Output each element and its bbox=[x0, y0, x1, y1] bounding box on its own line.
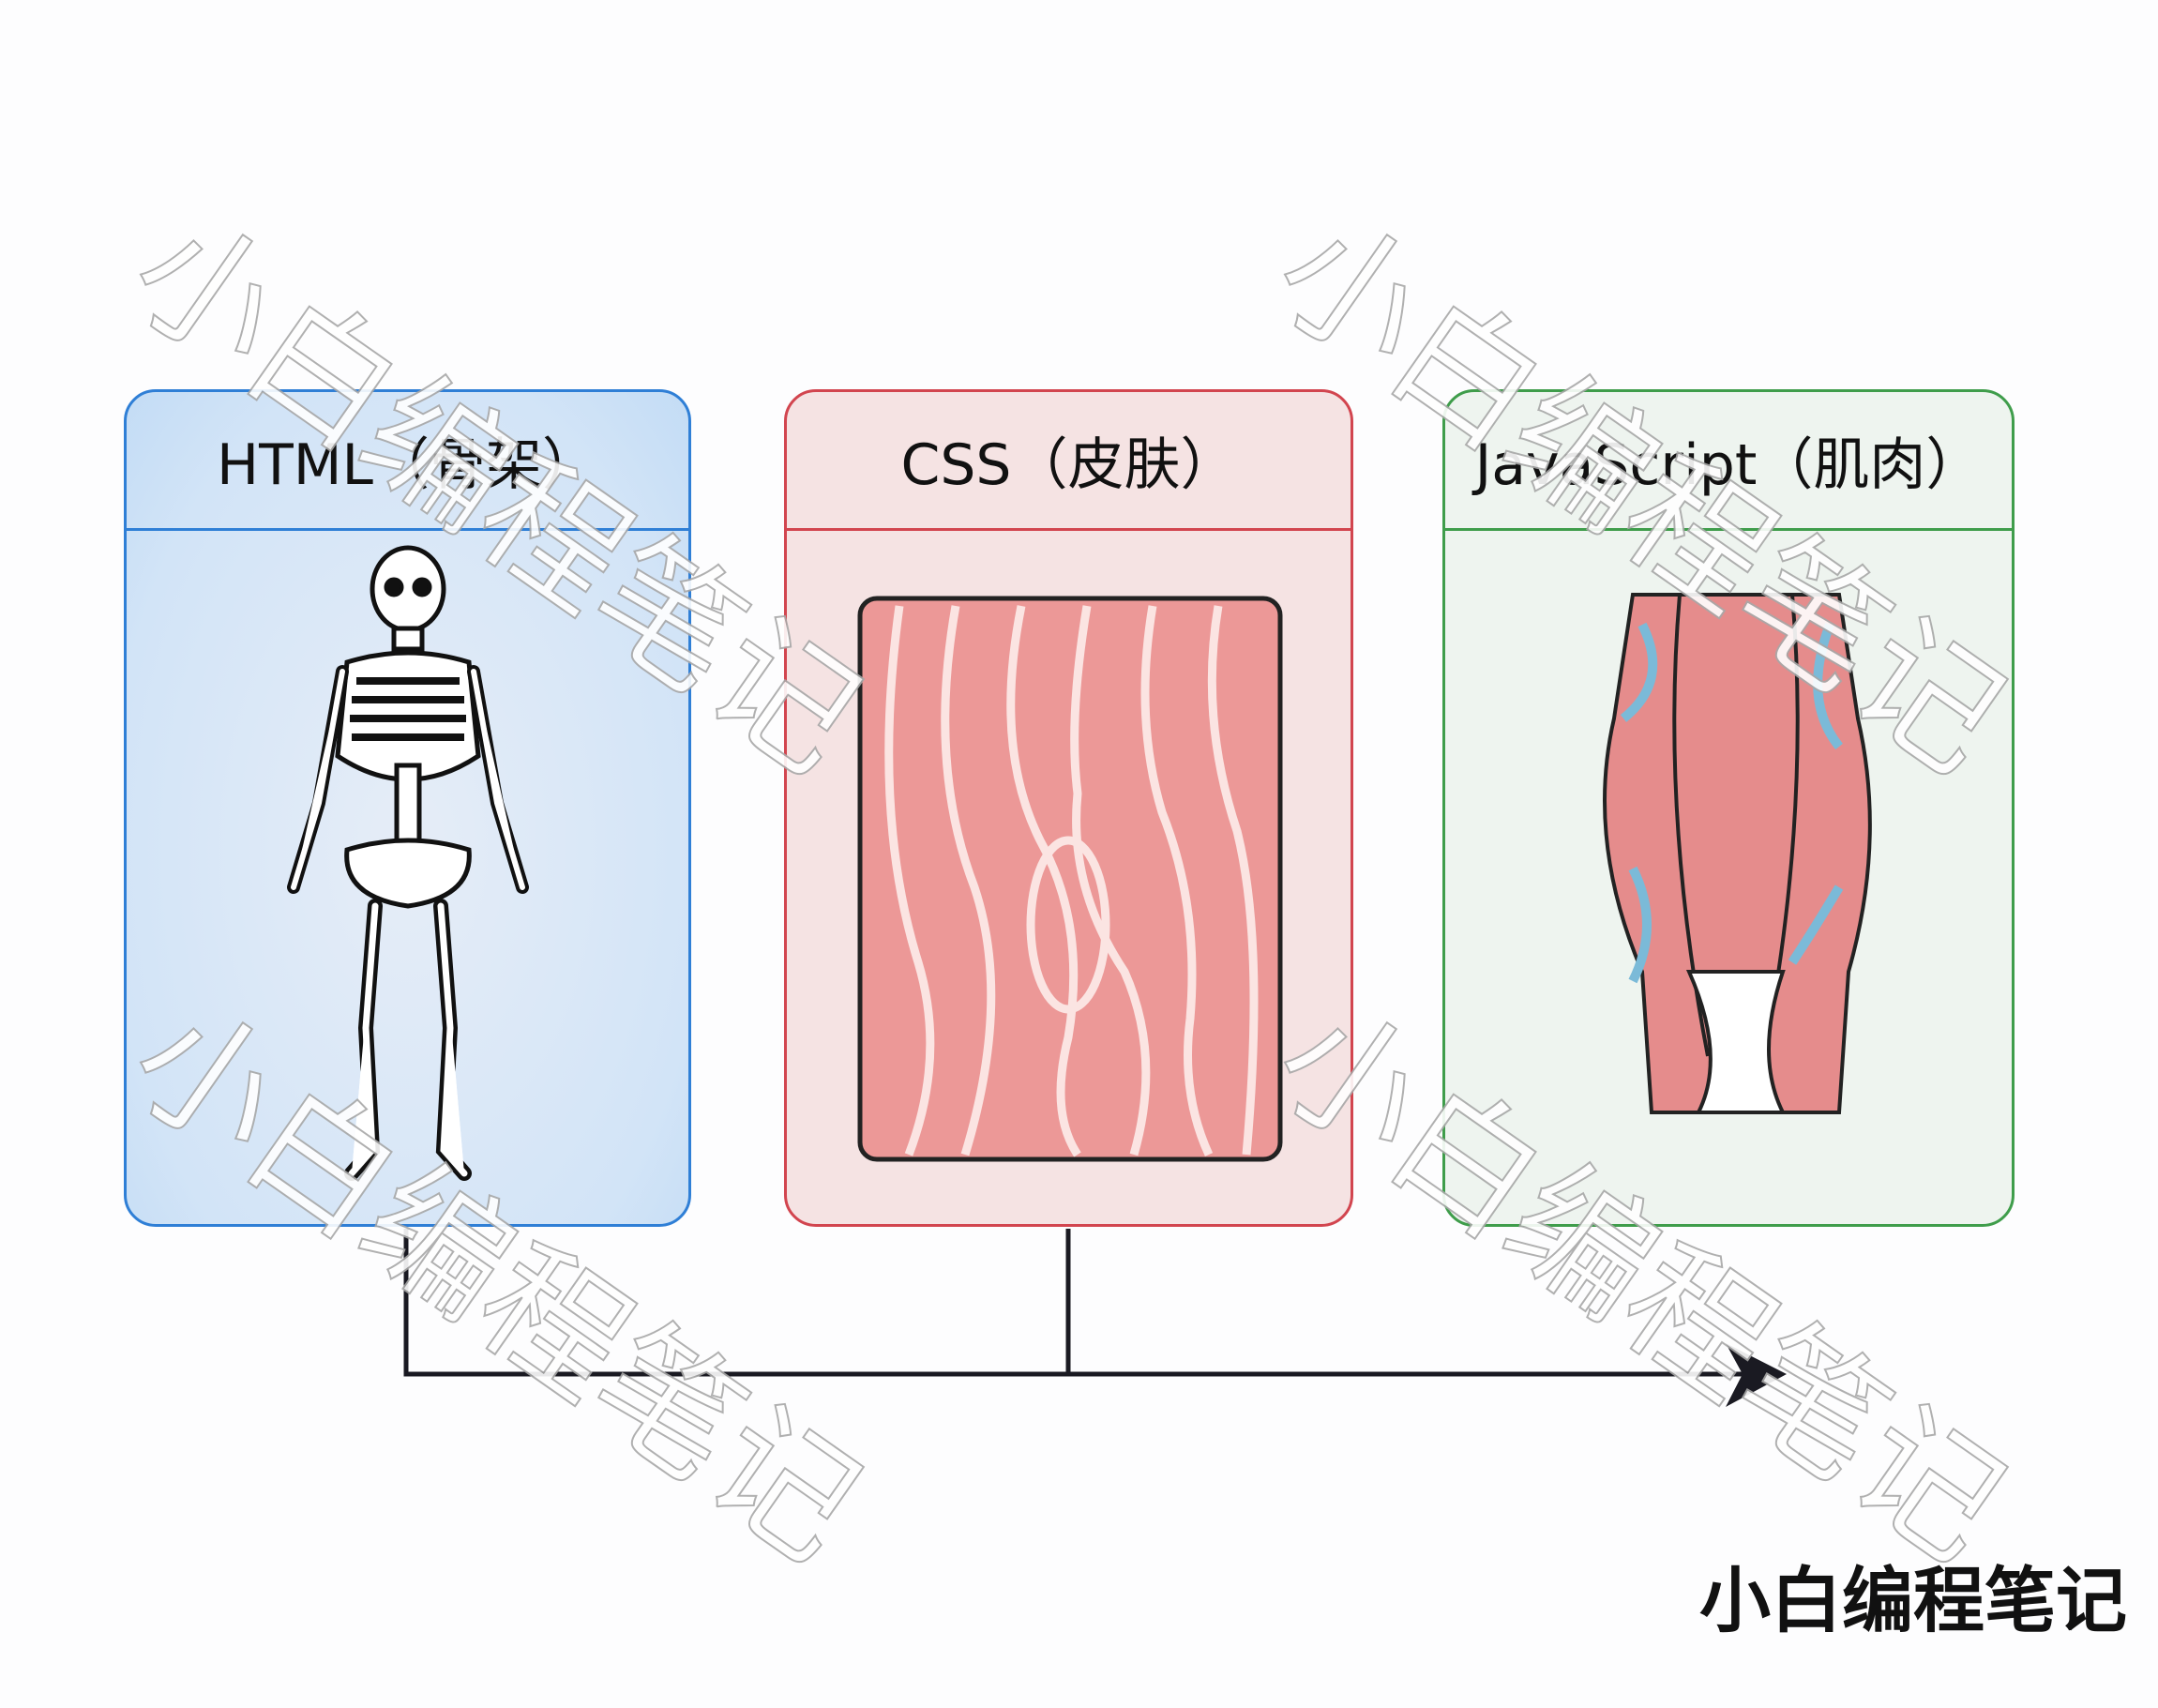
html-card-title: HTML（骨架） bbox=[127, 392, 688, 531]
css-card: CSS（皮肤） bbox=[784, 389, 1353, 1227]
js-card-title: JavaScript（肌肉） bbox=[1445, 392, 2012, 531]
brand-label: 小白编程笔记 bbox=[1699, 1559, 2127, 1642]
css-card-title: CSS（皮肤） bbox=[787, 392, 1351, 531]
muscle-icon bbox=[1445, 531, 2012, 1224]
skin-texture-icon bbox=[787, 531, 1351, 1224]
skeleton-icon bbox=[127, 531, 688, 1224]
js-card: JavaScript（肌肉） bbox=[1442, 389, 2015, 1227]
html-card: HTML（骨架） bbox=[124, 389, 691, 1227]
arrow-head-icon bbox=[1726, 1343, 1787, 1407]
connector-lines bbox=[403, 1229, 1744, 1377]
